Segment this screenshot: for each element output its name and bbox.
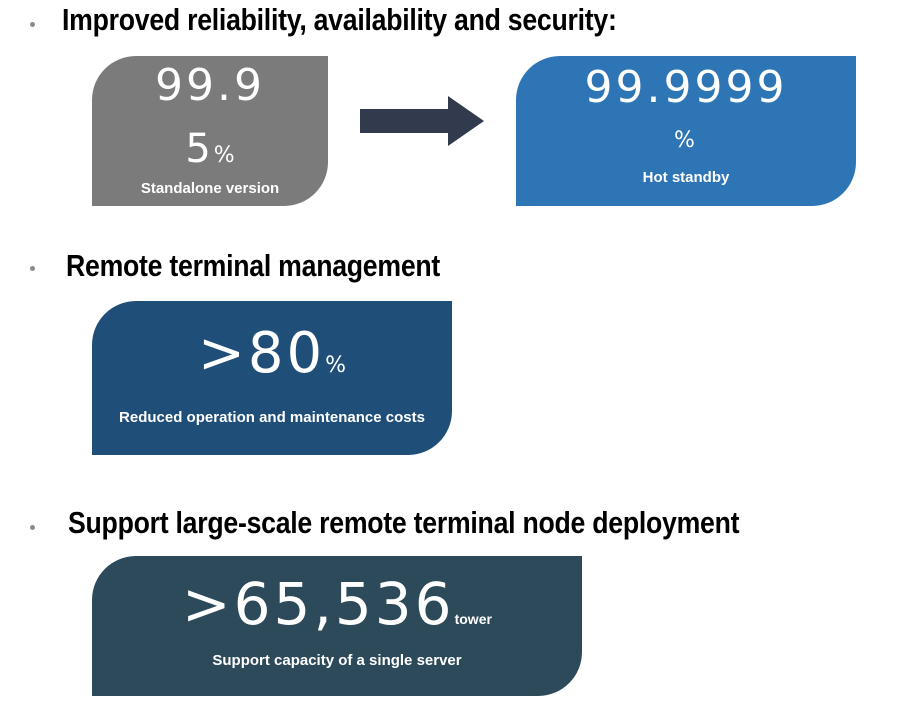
standalone-card: 99.9 5% Standalone version xyxy=(92,56,328,206)
remote-management-number: >80 xyxy=(197,321,326,386)
section-heading-remote-management: Remote terminal management xyxy=(66,248,441,283)
capacity-value: >65,536tower xyxy=(92,570,582,638)
bullet-icon xyxy=(30,22,35,27)
hot-standby-value: 99.9999 xyxy=(584,62,788,113)
hot-standby-card: 99.9999 % Hot standby xyxy=(516,56,856,206)
capacity-unit: tower xyxy=(454,611,492,627)
remote-management-percent: % xyxy=(325,353,347,378)
capacity-caption: Support capacity of a single server xyxy=(212,652,462,669)
remote-management-caption: Reduced operation and maintenance costs xyxy=(119,409,425,426)
standalone-percent: % xyxy=(213,143,235,168)
hot-standby-percent: % xyxy=(674,128,698,153)
standalone-value-line2: 5% xyxy=(92,126,328,172)
section-heading-deployment: Support large-scale remote terminal node… xyxy=(68,505,740,540)
standalone-value-line1: 99.9 xyxy=(155,60,265,111)
remote-management-card: >80% Reduced operation and maintenance c… xyxy=(92,301,452,455)
standalone-caption: Standalone version xyxy=(140,180,280,197)
remote-management-value: >80% xyxy=(92,321,452,386)
hot-standby-caption: Hot standby xyxy=(642,169,730,186)
capacity-number: >65,536 xyxy=(182,570,455,638)
right-arrow-icon xyxy=(360,96,484,146)
section-heading-reliability: Improved reliability, availability and s… xyxy=(62,2,617,37)
capacity-card: >65,536tower Support capacity of a singl… xyxy=(92,556,582,696)
bullet-icon xyxy=(30,525,35,530)
standalone-value-number: 5 xyxy=(185,126,214,172)
bullet-icon xyxy=(30,266,35,271)
